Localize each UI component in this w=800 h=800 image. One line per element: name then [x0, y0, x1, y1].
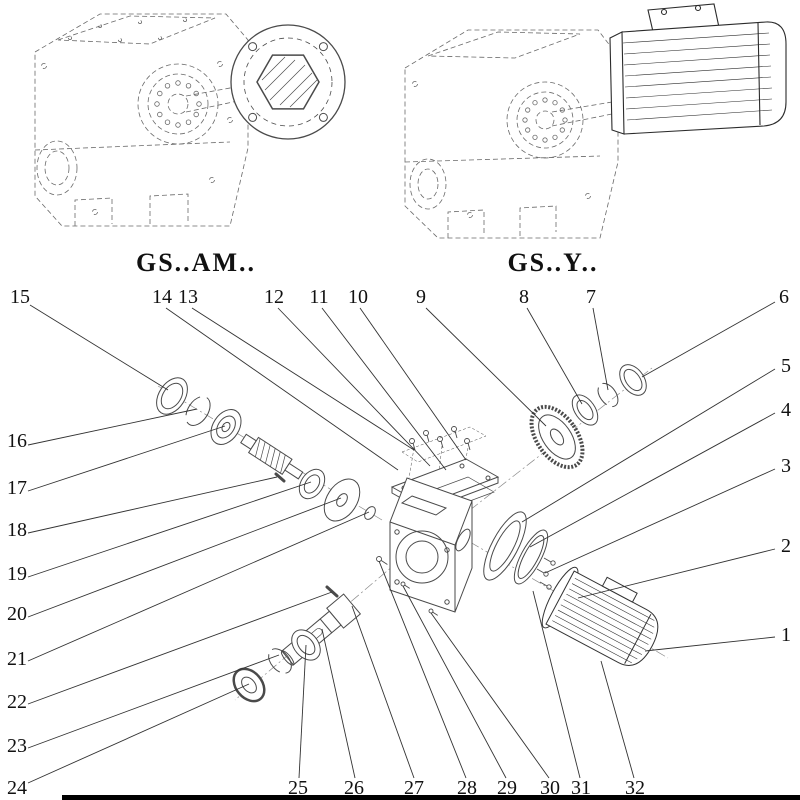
- part-number-31: 31: [571, 777, 591, 799]
- part-number-30: 30: [540, 777, 560, 799]
- bolt: [423, 430, 430, 443]
- part-number-2: 2: [781, 535, 791, 557]
- part-number-16: 16: [7, 430, 27, 452]
- bearing-dot-ring: [154, 80, 202, 128]
- part-number-17: 17: [7, 477, 27, 499]
- part-number-13: 13: [178, 286, 198, 308]
- bolt: [437, 436, 444, 449]
- exploded-view: [156, 364, 669, 703]
- bearing-output: [571, 394, 599, 426]
- leader-lines: [27, 301, 776, 784]
- key-pin: [274, 472, 286, 483]
- gasket-ring: [513, 529, 549, 585]
- bolt: [464, 438, 471, 451]
- part-number-18: 18: [7, 519, 27, 541]
- circlip-output: [597, 382, 619, 408]
- part-number-27: 27: [404, 777, 424, 799]
- part-number-12: 12: [264, 286, 284, 308]
- part-number-9: 9: [416, 286, 426, 308]
- part-number-8: 8: [519, 286, 529, 308]
- gear-housing: [389, 477, 473, 613]
- part-number-15: 15: [10, 286, 30, 308]
- bearing-dot-ring-2: [522, 97, 568, 143]
- part-number-6: 6: [779, 286, 789, 308]
- hexagon-hatching: [261, 56, 318, 108]
- model-label-gsy: GS..Y..: [507, 248, 599, 277]
- part-number-21: 21: [7, 648, 27, 670]
- model-label-gsam: GS..AM..: [136, 248, 256, 277]
- small-fasteners: [325, 556, 438, 616]
- oil-seal-input: [156, 377, 188, 415]
- output-flange-drawing: [230, 24, 346, 140]
- gearbox-gsy-drawing: [404, 29, 619, 239]
- bolt: [409, 438, 416, 451]
- part-number-26: 26: [344, 777, 364, 799]
- oil-seal-output: [619, 364, 647, 396]
- page-edge-bar: [62, 795, 800, 800]
- part-number-22: 22: [7, 691, 27, 713]
- worm-gear-wheel: [529, 404, 585, 470]
- part-number-5: 5: [781, 355, 791, 377]
- part-number-7: 7: [586, 286, 596, 308]
- part-number-32: 32: [625, 777, 645, 799]
- seal-ring-shaft: [232, 667, 266, 703]
- small-ring: [364, 506, 376, 520]
- part-number-10: 10: [348, 286, 368, 308]
- input-motor: [541, 566, 659, 666]
- part-number-29: 29: [497, 777, 517, 799]
- bearing-input-2: [298, 468, 326, 500]
- part-number-25: 25: [288, 777, 308, 799]
- part-number-23: 23: [7, 735, 27, 757]
- bolt: [451, 426, 458, 439]
- part-number-19: 19: [7, 563, 27, 585]
- circlip-input: [185, 396, 211, 426]
- part-number-4: 4: [781, 399, 791, 421]
- part-number-1: 1: [781, 624, 791, 646]
- part-number-24: 24: [7, 777, 27, 799]
- motor-drawing: [609, 3, 787, 135]
- motor-screws: [536, 557, 556, 590]
- circlip-shaft: [268, 648, 292, 674]
- motor-flange-ring: [483, 511, 527, 581]
- part-number-14: 14: [152, 286, 172, 308]
- part-number-20: 20: [7, 603, 27, 625]
- worm-shaft: [240, 433, 304, 480]
- washer-disc: [323, 478, 361, 522]
- part-number-3: 3: [781, 455, 791, 477]
- gearbox-gsam-drawing: [34, 13, 253, 227]
- bearing-input: [210, 409, 242, 445]
- part-number-11: 11: [309, 286, 329, 308]
- motor-cooling-fins: [622, 32, 773, 121]
- part-number-28: 28: [457, 777, 477, 799]
- motor-fins-exploded: [552, 578, 655, 664]
